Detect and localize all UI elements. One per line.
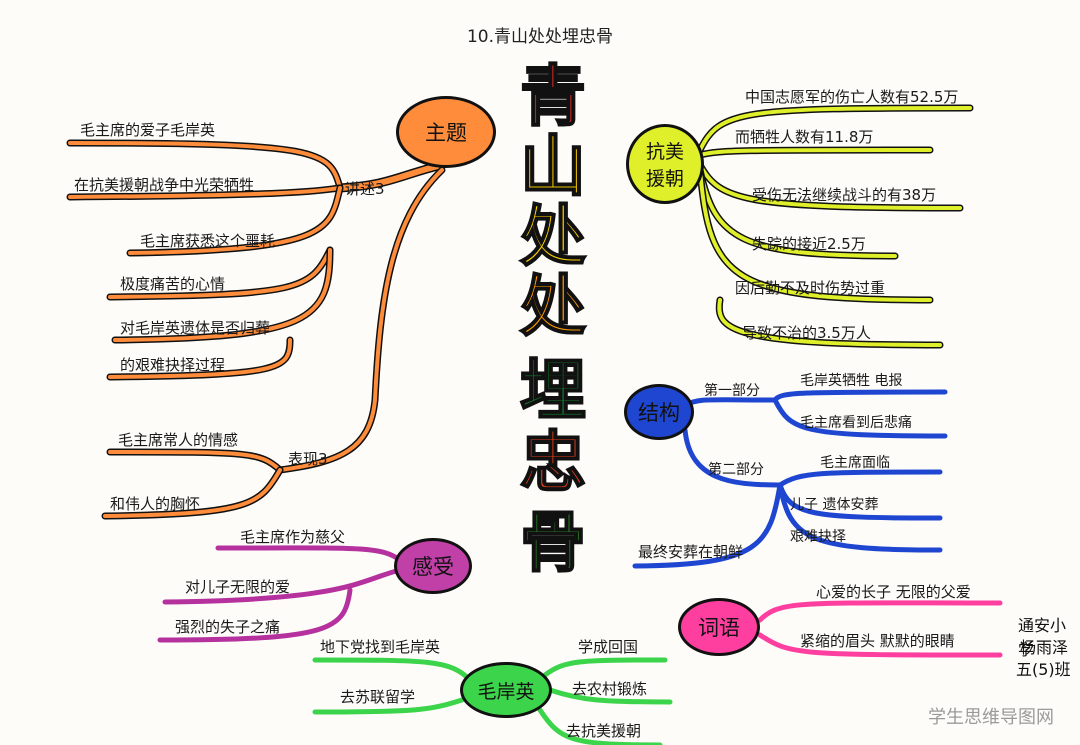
- topic-item: 极度痛苦的心情: [120, 275, 226, 293]
- war-item: 因后勤不及时伤势过重: [735, 279, 886, 297]
- words-branches: [757, 600, 1003, 658]
- anying-node: 毛岸英: [460, 662, 552, 718]
- author-school: 通安小学: [1018, 616, 1067, 659]
- topic-item: 毛主席的爱子毛岸英: [80, 121, 216, 139]
- center-char: 山: [519, 128, 587, 205]
- structure-label: 结构: [638, 401, 680, 425]
- topic-narrate-label: 讲述3: [345, 180, 385, 198]
- words-label: 词语: [698, 616, 740, 640]
- center-char: 青: [519, 58, 587, 135]
- center-char: 处: [519, 198, 587, 275]
- feeling-label: 感受: [412, 555, 454, 579]
- feeling-node: 感受: [394, 538, 472, 594]
- war-label-line2: 援朝: [645, 168, 684, 190]
- words-item: 紧缩的眉头 默默的眼睛: [800, 632, 955, 650]
- structure-final: 最终安葬在朝鲜: [638, 543, 744, 561]
- anying-left-item: 地下党找到毛岸英: [320, 638, 441, 656]
- war-item: 受伤无法继续战斗的有38万: [752, 186, 937, 204]
- feeling-item: 对儿子无限的爱: [185, 578, 291, 596]
- structure-part1-label: 第一部分: [704, 383, 760, 399]
- anying-left-item: 去苏联留学: [340, 688, 416, 706]
- war-branches: [696, 104, 974, 349]
- structure-part1-item: 毛主席看到后悲痛: [800, 415, 912, 431]
- page-title: 10.青山处处埋忠骨: [466, 27, 614, 47]
- structure-node: 结构: [624, 384, 694, 440]
- war-item: 失踪的接近2.5万: [752, 235, 866, 253]
- topic-item: 毛主席常人的情感: [118, 431, 239, 449]
- structure-part2-item: 毛主席面临: [820, 455, 890, 471]
- war-item: 而牺牲人数有11.8万: [735, 128, 874, 146]
- structure-branches: [632, 389, 948, 569]
- anying-right-item: 学成回国: [578, 638, 639, 656]
- topic-item: 和伟人的胸怀: [110, 495, 201, 513]
- structure-part2-item: 儿子 遗体安葬: [790, 497, 879, 513]
- feeling-item: 毛主席作为慈父: [240, 528, 346, 546]
- topic-item: 在抗美援朝战争中光荣牺牲: [74, 176, 255, 194]
- topic-branches: [66, 139, 447, 520]
- center-char: 忠: [519, 424, 587, 501]
- topic-express-label: 表现3: [288, 450, 328, 468]
- war-item: 中国志愿军的伤亡人数有52.5万: [745, 88, 959, 106]
- feeling-item: 强烈的失子之痛: [175, 618, 281, 636]
- center-char: 处: [519, 268, 587, 345]
- words-node: 词语: [678, 598, 760, 656]
- anying-right-item: 去抗美援朝: [566, 722, 642, 740]
- topic-node: 主题: [396, 96, 496, 168]
- anying-branches: [312, 657, 673, 745]
- center-char: 骨: [519, 504, 587, 581]
- topic-item: 对毛岸英遗体是否归葬: [120, 319, 271, 337]
- war-label-line1: 抗美: [645, 141, 684, 163]
- war-node: 抗美 援朝: [626, 124, 704, 204]
- structure-part2-item: 艰难抉择: [790, 529, 846, 545]
- words-item: 心爱的长子 无限的父爱: [816, 583, 971, 601]
- anying-label: 毛岸英: [477, 680, 535, 703]
- watermark: 学生思维导图网: [928, 707, 1054, 728]
- center-char: 埋: [519, 352, 587, 429]
- author-class: 五(5)班: [1016, 660, 1071, 679]
- topic-item: 的艰难抉择过程: [120, 356, 226, 374]
- author-name: 杨雨泽: [1020, 638, 1069, 657]
- topic-label: 主题: [425, 121, 467, 145]
- feeling-branches: [157, 545, 403, 643]
- structure-part2-label: 第二部分: [708, 462, 764, 478]
- war-item: 导致不治的3.5万人: [742, 324, 871, 342]
- anying-right-item: 去农村锻炼: [572, 680, 648, 698]
- topic-item: 毛主席获悉这个噩耗: [140, 232, 276, 250]
- structure-part1-item: 毛岸英牺牲 电报: [800, 373, 903, 389]
